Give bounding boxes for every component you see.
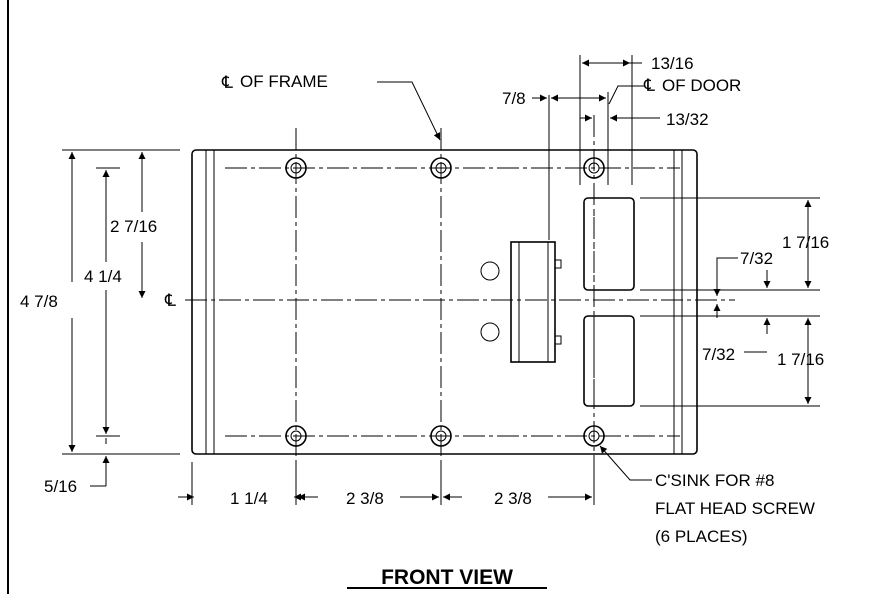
latch [510, 241, 562, 363]
dim-7-32-lower: 7/32 [702, 345, 735, 364]
dim-2-3-8-left: 2 3/8 [346, 489, 384, 508]
csink-note-line3: (6 PLACES) [655, 527, 748, 546]
cl-symbol-center: ℄ [164, 291, 176, 310]
dim-2-3-8-right: 2 3/8 [494, 489, 532, 508]
csink-note-line2: FLAT HEAD SCREW [655, 499, 815, 518]
dim-1-7-16-upper: 1 7/16 [782, 233, 829, 252]
drawing-title: FRONT VIEW [381, 566, 513, 589]
hidden-lines [548, 55, 633, 240]
screw-hole [583, 157, 605, 179]
screw-hole [430, 157, 452, 179]
screw-hole [285, 157, 307, 179]
dim-7-32-upper: 7/32 [740, 249, 773, 268]
cl-symbol-door: ℄ [643, 76, 655, 95]
dim-1-7-16-lower: 1 7/16 [777, 350, 824, 369]
cl-frame-label: OF FRAME [240, 72, 328, 91]
screw-holes [285, 157, 605, 447]
cl-door-label: OF DOOR [662, 76, 741, 95]
screw-hole [285, 425, 307, 447]
frame-outline [191, 149, 698, 455]
cl-symbol-frame: ℄ [221, 73, 233, 92]
hinge-upper [583, 197, 635, 291]
round-hole [480, 261, 500, 281]
dim-5-16: 5/16 [44, 477, 77, 496]
screw-hole [430, 425, 452, 447]
dim-7-8: 7/8 [502, 89, 526, 108]
labels: ℄ OF FRAME 13/16 ℄ OF DOOR 7/8 13/32 2 7… [20, 54, 829, 589]
hinge-lower [583, 315, 635, 407]
dim-4-7-8: 4 7/8 [20, 292, 58, 311]
dim-1-1-4: 1 1/4 [230, 489, 268, 508]
screw-hole [583, 425, 605, 447]
dim-2-7-16: 2 7/16 [110, 217, 157, 236]
dim-13-16: 13/16 [651, 54, 694, 73]
dimension-lines [62, 59, 820, 589]
round-hole [480, 322, 500, 342]
dim-4-1-4: 4 1/4 [84, 267, 122, 286]
dim-13-32: 13/32 [666, 110, 709, 129]
csink-note-line1: C'SINK FOR #8 [655, 471, 774, 490]
centerlines [185, 115, 735, 470]
